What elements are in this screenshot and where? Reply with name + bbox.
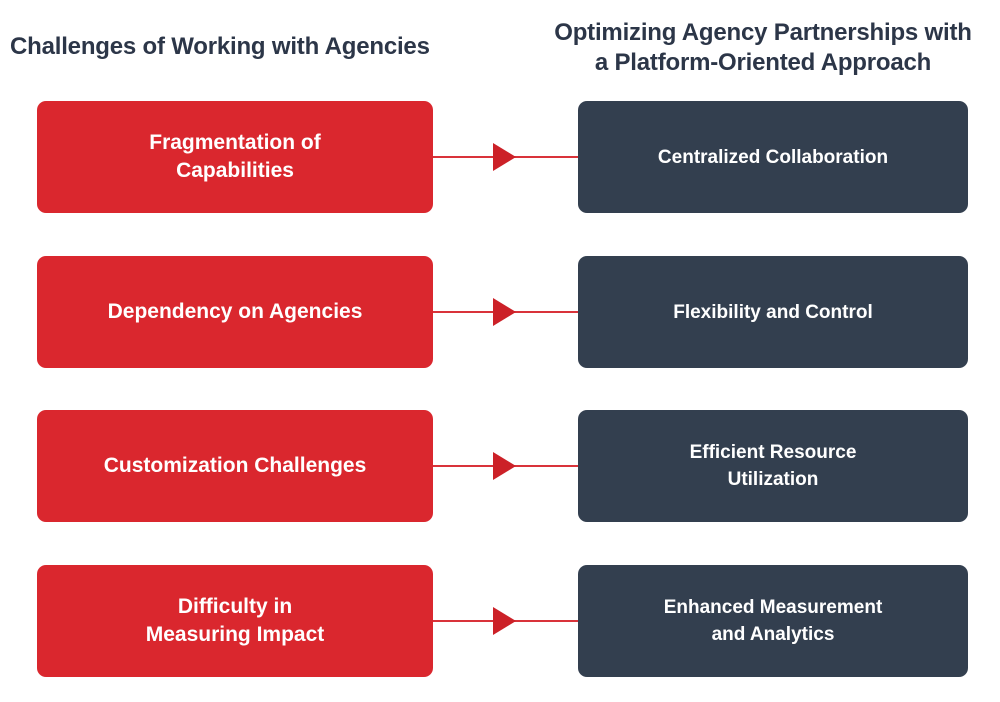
challenge-line2: Capabilities: [176, 159, 294, 182]
challenge-box-text: Fragmentation of Capabilities: [149, 129, 321, 185]
solution-line1: Flexibility and Control: [673, 301, 873, 323]
solution-line1: Centralized Collaboration: [657, 146, 889, 168]
solution-box-text: Efficient Resource Utilization: [690, 439, 857, 493]
mapping-row: Customization Challenges Efficient Resou…: [0, 410, 1000, 522]
left-column-header: Challenges of Working with Agencies: [10, 33, 430, 60]
arrow-head: [493, 607, 516, 635]
challenge-box[interactable]: Dependency on Agencies: [37, 256, 433, 368]
challenge-box-text: Difficulty in Measuring Impact: [146, 593, 325, 649]
solution-box[interactable]: Efficient Resource Utilization: [578, 410, 968, 522]
solution-box[interactable]: Enhanced Measurement and Analytics: [578, 565, 968, 677]
solution-line2: Utilization: [727, 469, 819, 490]
mapping-row: Difficulty in Measuring Impact Enhanced …: [0, 565, 1000, 677]
arrow-right-icon: [433, 143, 578, 171]
challenge-box[interactable]: Difficulty in Measuring Impact: [37, 565, 433, 677]
arrow-head: [493, 143, 516, 171]
right-column-header-line1: Optimizing Agency Partnerships with: [554, 19, 972, 46]
solution-box-text: Enhanced Measurement and Analytics: [664, 594, 883, 648]
mapping-row: Fragmentation of Capabilities Centralize…: [0, 101, 1000, 213]
challenge-line2: Measuring Impact: [145, 623, 325, 646]
arrow-right-icon: [433, 452, 578, 480]
challenge-box-text: Dependency on Agencies: [108, 298, 363, 326]
right-column-header: Optimizing Agency Partnerships with a Pl…: [528, 18, 998, 78]
arrow-right-icon: [433, 298, 578, 326]
challenge-box[interactable]: Customization Challenges: [37, 410, 433, 522]
arrow-right-icon: [433, 607, 578, 635]
mapping-row: Dependency on Agencies Flexibility and C…: [0, 256, 1000, 368]
solution-box-text: Centralized Collaboration: [658, 144, 888, 171]
challenge-box[interactable]: Fragmentation of Capabilities: [37, 101, 433, 213]
solution-line1: Efficient Resource: [689, 442, 857, 463]
challenge-box-text: Customization Challenges: [104, 452, 367, 480]
solution-line2: and Analytics: [711, 624, 835, 645]
challenge-line1: Customization Challenges: [103, 454, 367, 477]
right-column-header-line2: a Platform-Oriented Approach: [594, 49, 932, 76]
solution-box[interactable]: Centralized Collaboration: [578, 101, 968, 213]
solution-box-text: Flexibility and Control: [673, 299, 873, 326]
solution-box[interactable]: Flexibility and Control: [578, 256, 968, 368]
arrow-head: [493, 452, 516, 480]
challenge-line1: Difficulty in: [177, 595, 293, 618]
arrow-head: [493, 298, 516, 326]
challenge-line1: Fragmentation of: [149, 131, 321, 154]
solution-line1: Enhanced Measurement: [663, 597, 883, 618]
challenge-line1: Dependency on Agencies: [107, 300, 363, 323]
